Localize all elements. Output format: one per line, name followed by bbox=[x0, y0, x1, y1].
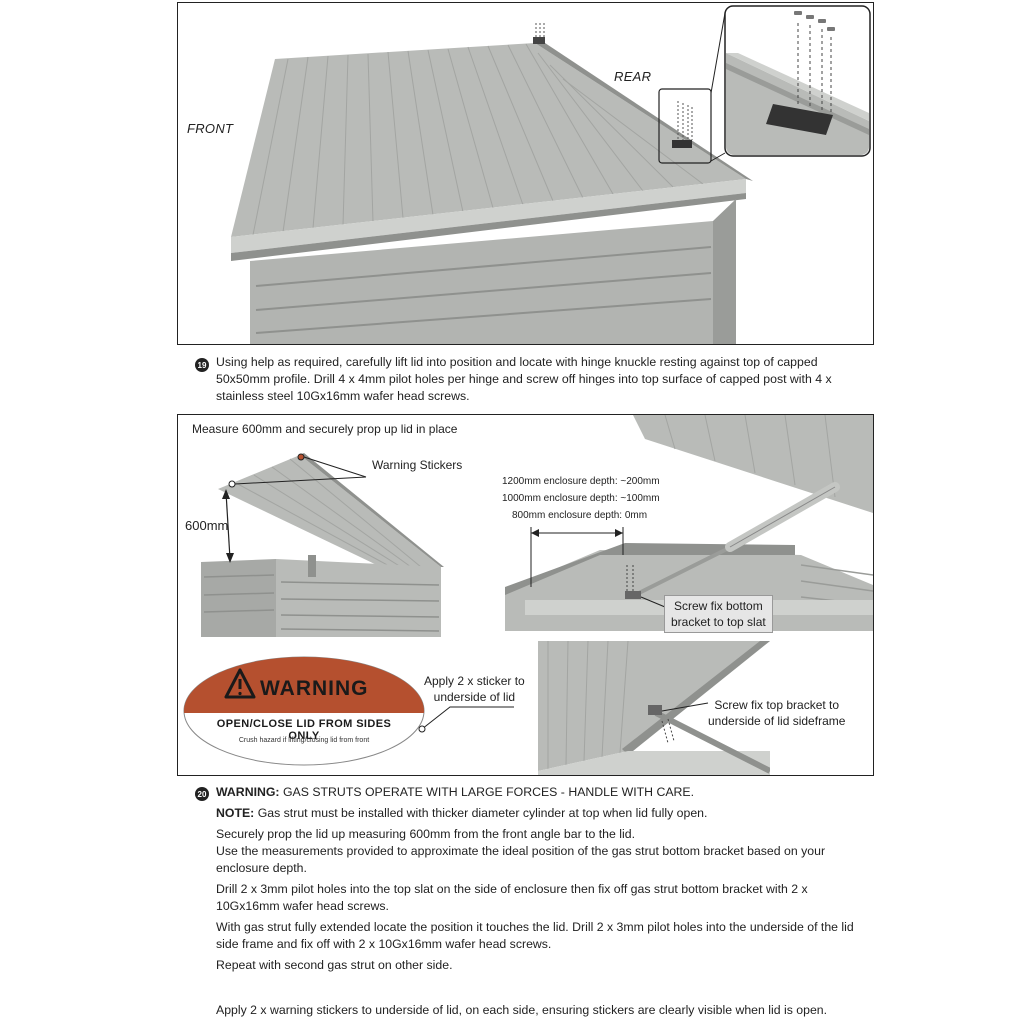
lid-installation-illustration bbox=[231, 5, 871, 344]
panel-title: Measure 600mm and securely prop up lid i… bbox=[192, 422, 458, 436]
top-bracket-callout-line1: Screw fix top bracket to bbox=[714, 698, 840, 712]
gas-strut-top-illustration bbox=[538, 641, 770, 775]
warning-triangle-icon bbox=[224, 668, 256, 699]
top-bracket-callout-line2: underside of lid sideframe bbox=[708, 714, 846, 728]
rear-label: REAR bbox=[614, 69, 652, 84]
step19-figure: FRONT REAR bbox=[177, 2, 874, 345]
sticker-callout: Apply 2 x sticker to underside of lid bbox=[424, 673, 525, 705]
gas-strut-bottom-illustration bbox=[505, 415, 873, 631]
step20-text: WARNING: GAS STRUTS OPERATE WITH LARGE F… bbox=[216, 784, 866, 974]
warning-stickers-label: Warning Stickers bbox=[372, 458, 463, 472]
sticker-callout-leader bbox=[418, 706, 514, 733]
instruction-2: Use the measurements provided to approxi… bbox=[216, 844, 826, 875]
step19-text: Using help as required, carefully lift l… bbox=[216, 355, 832, 403]
bottom-bracket-callout: Screw fix bottom bracket to top slat bbox=[664, 595, 773, 633]
sticker-callout-line2: underside of lid bbox=[433, 690, 516, 704]
instruction-1: Securely prop the lid up measuring 600mm… bbox=[216, 827, 636, 841]
sticker-line1: OPEN/CLOSE LID FROM SIDES ONLY bbox=[216, 718, 392, 742]
step20-figure: Measure 600mm and securely prop up lid i… bbox=[177, 414, 874, 776]
warning-line: WARNING: GAS STRUTS OPERATE WITH LARGE F… bbox=[216, 784, 866, 801]
bottom-bracket-callout-line1: Screw fix bottom bbox=[674, 599, 763, 613]
sticker-title: WARNING bbox=[260, 677, 369, 700]
depth-1200: 1200mm enclosure depth: ~200mm bbox=[502, 476, 660, 487]
sticker-callout-line1: Apply 2 x sticker to bbox=[424, 674, 525, 688]
instruction-5: Repeat with second gas strut on other si… bbox=[216, 958, 453, 972]
instruction-3: Drill 2 x 3mm pilot holes into the top s… bbox=[216, 882, 808, 913]
instruction-4: With gas strut fully extended locate the… bbox=[216, 920, 854, 951]
depth-1000: 1000mm enclosure depth: ~100mm bbox=[502, 493, 660, 504]
step20-badge: 20 bbox=[195, 787, 209, 801]
note-label: NOTE: bbox=[216, 806, 255, 820]
warning-label: WARNING: bbox=[216, 785, 280, 799]
bottom-bracket-callout-line2: bracket to top slat bbox=[671, 615, 766, 629]
top-bracket-callout: Screw fix top bracket to underside of li… bbox=[708, 697, 845, 729]
measure-600-label: 600mm bbox=[185, 518, 229, 533]
front-label: FRONT bbox=[187, 121, 234, 136]
warning-sticker bbox=[183, 656, 425, 766]
step19-badge: 19 bbox=[195, 358, 209, 372]
sticker-line2: Crush hazard if lifting/closing lid from… bbox=[238, 737, 370, 744]
note-text: Gas strut must be installed with thicker… bbox=[257, 806, 708, 820]
final-instruction: Apply 2 x warning stickers to underside … bbox=[216, 1003, 828, 1017]
propped-lid-illustration bbox=[201, 453, 444, 637]
warning-text: GAS STRUTS OPERATE WITH LARGE FORCES - H… bbox=[282, 785, 695, 799]
depth-800: 800mm enclosure depth: 0mm bbox=[512, 510, 648, 521]
note-line: NOTE: Gas strut must be installed with t… bbox=[216, 805, 866, 822]
